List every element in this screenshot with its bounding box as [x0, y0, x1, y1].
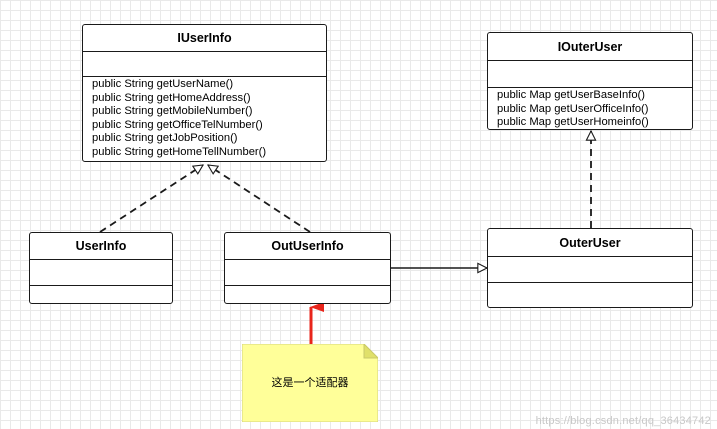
methods-compartment: public String getUserName() public Strin… [83, 77, 326, 160]
class-outeruser[interactable]: OuterUser [487, 228, 693, 308]
attributes-compartment [83, 52, 326, 77]
class-name: IUserInfo [83, 25, 326, 52]
adapter-note[interactable]: 这是一个适配器 [242, 344, 378, 422]
class-iouteruser[interactable]: IOuterUser public Map getUserBaseInfo() … [487, 32, 693, 130]
class-iuserinfo[interactable]: IUserInfo public String getUserName() pu… [82, 24, 327, 162]
method-item: public String getJobPosition() [92, 132, 238, 145]
method-item: public Map getUserHomeinfo() [497, 116, 649, 129]
note-shape [242, 344, 378, 422]
method-item: public Map getUserOfficeInfo() [497, 102, 649, 115]
class-name: OutUserInfo [225, 233, 390, 260]
method-item: public String getHomeTellNumber() [92, 145, 267, 158]
attributes-compartment [225, 260, 390, 286]
method-item: public Map getUserBaseInfo() [497, 89, 645, 101]
method-item: public String getMobileNumber() [92, 105, 253, 118]
watermark: https://blog.csdn.net/qq_36434742 [535, 415, 711, 427]
method-item: public String getOfficeTelNumber() [92, 118, 263, 131]
attributes-compartment [488, 257, 692, 283]
method-item: public String getUserName() [92, 78, 234, 90]
class-name: OuterUser [488, 229, 692, 257]
note-text: 这是一个适配器 [271, 376, 349, 389]
class-name: IOuterUser [488, 33, 692, 61]
method-item: public String getHomeAddress() [92, 91, 251, 104]
class-outuserinfo[interactable]: OutUserInfo [224, 232, 391, 304]
class-userinfo[interactable]: UserInfo [29, 232, 173, 304]
outuserinfo-realization-line [208, 164, 311, 233]
userinfo-realization-line [99, 164, 203, 233]
methods-compartment: public Map getUserBaseInfo() public Map … [488, 88, 692, 129]
attributes-compartment [488, 61, 692, 88]
attributes-compartment [30, 260, 172, 286]
class-name: UserInfo [30, 233, 172, 260]
